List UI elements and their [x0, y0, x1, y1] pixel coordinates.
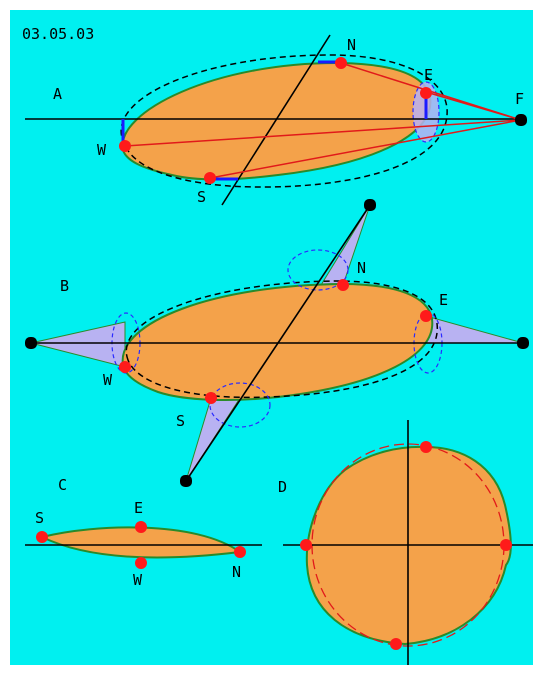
panel-b-label-e: E — [439, 291, 448, 309]
panel-a-ray-s — [209, 119, 522, 179]
panel-a-label-e: E — [424, 66, 433, 84]
panel-b: B N — [25, 199, 529, 487]
panel-b-endpoint-w — [25, 337, 37, 349]
panel-b-label-s: S — [176, 412, 185, 430]
panel-c-point-e — [135, 521, 147, 533]
panel-c-label-s: S — [35, 509, 44, 527]
panel-d-point-left — [300, 539, 312, 551]
panel-c: C S E W N — [25, 476, 262, 589]
panel-b-blue-dashed-ellipse-n — [287, 249, 349, 291]
panel-a-label-w: W — [97, 141, 107, 159]
panel-a-label-f: F — [515, 90, 524, 108]
panel-a: A N E — [25, 34, 527, 206]
panel-b-tilted-axis — [185, 204, 371, 482]
panel-b-point-s — [205, 392, 217, 404]
panel-a-label: A — [53, 85, 62, 103]
panel-b-endpoint-n — [364, 199, 376, 211]
panel-d-point-right — [500, 539, 512, 551]
panel-d-point-bottom — [390, 638, 402, 650]
panel-b-point-e — [420, 310, 432, 322]
panel-c-point-w — [135, 557, 147, 569]
panel-a-point-w — [119, 140, 131, 152]
panel-a-point-s — [204, 172, 216, 184]
panel-b-point-w — [119, 361, 131, 373]
panel-c-label: C — [58, 476, 67, 494]
date-label: 03.05.03 — [22, 25, 94, 43]
panel-a-dashed-outline — [120, 54, 448, 188]
panel-b-endpoint-e — [517, 337, 529, 349]
panel-d-label: D — [278, 478, 287, 496]
panel-b-label-w: W — [103, 371, 113, 389]
panel-c-label-e: E — [134, 499, 143, 517]
panel-a-ray-w — [124, 119, 522, 147]
panel-a-label-s: S — [197, 188, 206, 206]
panel-b-label-n: N — [357, 259, 366, 277]
panel-c-label-n: N — [232, 563, 241, 581]
panel-b-endpoint-s — [180, 475, 192, 487]
panel-c-label-w: W — [133, 571, 143, 589]
panel-a-tilted-axis — [221, 34, 331, 206]
panel-a-point-f — [515, 114, 527, 126]
panel-b-blue-dashed-ellipse-s — [209, 382, 271, 428]
panel-a-point-n — [335, 57, 347, 69]
panel-c-point-s — [36, 531, 48, 543]
panel-a-label-n: N — [347, 36, 356, 54]
panel-c-point-n — [234, 546, 246, 558]
panel-b-triangle-w — [30, 321, 126, 368]
diagram-svg: 03.05.03 A — [10, 10, 533, 668]
panel-b-label: B — [60, 277, 69, 295]
panel-b-point-n — [337, 279, 349, 291]
panel-d-point-top — [420, 441, 432, 453]
panel-a-point-e — [420, 87, 432, 99]
panel-d: D — [278, 420, 533, 668]
diagram-panel: 03.05.03 A — [10, 10, 533, 668]
